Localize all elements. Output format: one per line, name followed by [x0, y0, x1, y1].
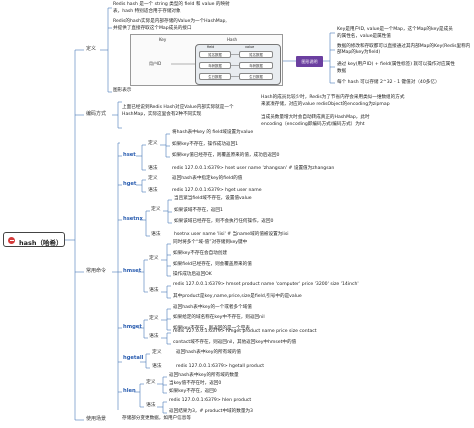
cmd-hmset[interactable]: hmset [123, 268, 142, 274]
hlen-example-1: redis 127.0.0.1:6379> hlen product [169, 398, 252, 403]
cmd-hsetnx[interactable]: hsetnx [123, 216, 143, 222]
note-1a: Key是用户ID, value是一个Map，这个Map的key是成员 [337, 27, 453, 32]
hset-def-3: 如果key值已经存在，则覆盖原来的值，成功后返回0 [172, 153, 280, 158]
hmset-def-4: 操作成功后返回OK [173, 272, 212, 277]
cmd-hmget[interactable]: hmget [123, 324, 142, 330]
cmd-hset[interactable]: hset [123, 152, 136, 158]
diagram-arrows [171, 54, 239, 77]
def-line1: Redis hash 是一个 string 类型的 field 和 value … [113, 2, 230, 7]
diagram-field-3: 生日数据 [199, 73, 231, 80]
enc-line4: encoding（encoding即编码方式/编码方式）为ht [261, 122, 365, 127]
usage-text: 存储部分变更数据，如用户信息等 [122, 416, 191, 421]
cmd-hlen[interactable]: hlen [123, 388, 136, 394]
def-line2: 表，hash 特别适合用于存储对象 [113, 9, 181, 14]
hlen-def-1: 返回hash表中key的所有域的数量 [169, 373, 239, 378]
hget-example: redis 127.0.0.1:6379> hget user name [172, 188, 262, 193]
hgetall-example: redis 127.0.0.1:6379> hgetall product [176, 364, 265, 369]
hmget-example-1: redis 127.0.0.1:6379> hmget product name… [173, 329, 317, 334]
cmd-hget[interactable]: hget [123, 181, 137, 187]
node-usage[interactable]: 使用场景 [86, 416, 107, 422]
hset-example: redis 127.0.0.1:6379> hset user name 'zh… [172, 166, 335, 171]
enc-line2: 来紧凑存储，对应的value redisObject的encoding为zipm… [261, 102, 390, 107]
encoding-intro-2: HashMap，实际这里会有2种不同实现 [122, 112, 202, 117]
hsetnx-def-3: 如果该域已经存在，则不会执行任何操作，返回0 [174, 219, 274, 224]
encoding-intro-1: 上面已经说到Redis Hash对应Value内部实际就是一个 [122, 105, 234, 110]
hlen-ex-label: 语法 [146, 403, 156, 408]
hmget-def-label: 定义 [149, 316, 159, 321]
diagram-hash-title: Hash [227, 37, 238, 42]
hset-def-2: 如果key不存在，操作成功返回1 [172, 142, 239, 147]
diagram-value-3: 生日数据 [239, 73, 273, 80]
hmget-def-2: 如果给定的域名称在key中不存在，则返回nil [173, 315, 265, 320]
note-4: 每个 hash 可以存储 2^32 - 1 键值对（40多亿） [337, 80, 440, 85]
hset-ex-label: 语法 [148, 166, 158, 171]
hmget-ex-label: 语法 [149, 334, 159, 339]
collapse-icon[interactable] [8, 236, 15, 244]
hset-def-label: 定义 [148, 141, 158, 146]
hlen-example-2: 返回结果为3，# product中域的数量为3 [169, 409, 253, 414]
node-common-commands[interactable]: 常用命令 [86, 268, 107, 274]
hlen-def-label: 定义 [146, 380, 156, 385]
diagram-explanation-tag[interactable]: 图形说明 [296, 56, 323, 67]
diagram-value-1: 姓名数据 [239, 51, 273, 58]
node-encoding[interactable]: 编码方式 [86, 111, 107, 117]
diagram-field-2: 年龄数据 [199, 62, 231, 69]
root-title: hash（哈希） [19, 238, 63, 247]
hmset-def-label: 定义 [149, 256, 159, 261]
diagram-value-title: value [245, 45, 255, 49]
enc-line3: 当成员数量增大时会自动转成真正的HashMap，此时 [261, 115, 370, 120]
hmset-example-2: 其中product是key,name,price,size是field,引号中的… [173, 294, 302, 299]
hlen-def-2: 当key值不存在时，返回0 [169, 381, 222, 386]
hgetall-def: 返回hash表中key的所有域的值 [176, 350, 242, 355]
diagram-field-1: 姓名数据 [199, 51, 231, 58]
hash-structure-diagram: Key Hash 用户ID field value 姓名数据 年龄数据 生日数据… [130, 34, 283, 86]
hlen-def-3: 如果key不存在，返回0 [169, 389, 217, 394]
def-diagram-label: 图形表示 [113, 88, 132, 93]
root-node[interactable]: hash（哈希） [3, 232, 65, 247]
hmget-def-1: 返回hash表中key的一个或者多个域值 [173, 305, 252, 310]
hmset-ex-label: 语法 [149, 288, 159, 293]
hget-ex-label: 语法 [148, 188, 158, 193]
hsetnx-ex-label: 语法 [151, 232, 161, 237]
hmset-example-1: redis 127.0.0.1:6379> hmset product name… [173, 282, 359, 287]
def-line4: 并提供了直接存取这个Map成员的接口 [113, 26, 192, 31]
hmset-def-1: 同时将多个“域-值”对存储到key键中 [173, 240, 248, 245]
note-2: 数据的修改和存取都可以直接通过其内部Map的Key(Redis里称内部Map的k… [337, 44, 471, 55]
diagram-key-title: Key [159, 37, 167, 42]
hset-def-1: 将hash表中key 的 field域设置为value [172, 130, 254, 135]
hmget-example-2: contact域不存在，则返回nil，其他返回key中hmset中的值 [173, 340, 297, 345]
note-3a: 通过 key(用户ID) + field(属性标签) 就可以操作对应属性 [337, 62, 455, 67]
hsetnx-def-1: 当且紧当field域不存在，设置值value [174, 196, 252, 201]
hget-def: 返回hash表中指定key的field的值 [172, 176, 243, 181]
hgetall-def-label: 定义 [152, 350, 162, 355]
hget-def-label: 定义 [148, 176, 158, 181]
diagram-field-title: field [207, 45, 215, 49]
note-3b: 数据 [337, 69, 347, 74]
node-definition[interactable]: 定义 [86, 46, 97, 52]
hmset-def-3: 如果field已经存在，则会覆盖原来的值 [173, 262, 252, 267]
hsetnx-def-label: 定义 [151, 207, 161, 212]
cmd-hgetall[interactable]: hgetall [123, 355, 144, 361]
hmget-def-3: 如果key不存在，则返回的是一个空表 [173, 326, 250, 331]
diagram-user-id: 用户ID [149, 61, 162, 66]
hsetnx-def-2: 如果该域不存在，返回1 [174, 208, 223, 213]
diagram-value-2: 年龄数据 [239, 62, 273, 69]
note-1b: 的属性名，value是属性值 [337, 34, 391, 39]
enc-line1: Hash的成员比较少时，Redis为了节省内存会采用类似一维数组的方式 [261, 95, 405, 100]
hsetnx-example: hsetnx user name 'lisi' # 当name域的值被设置为li… [174, 232, 289, 237]
def-line3: Redis的hash实际是内部存储的Value为一个HashMap, [113, 19, 227, 24]
hgetall-ex-label: 语法 [152, 364, 162, 369]
hmset-def-2: 如果key不存在会自动创建 [173, 251, 227, 256]
